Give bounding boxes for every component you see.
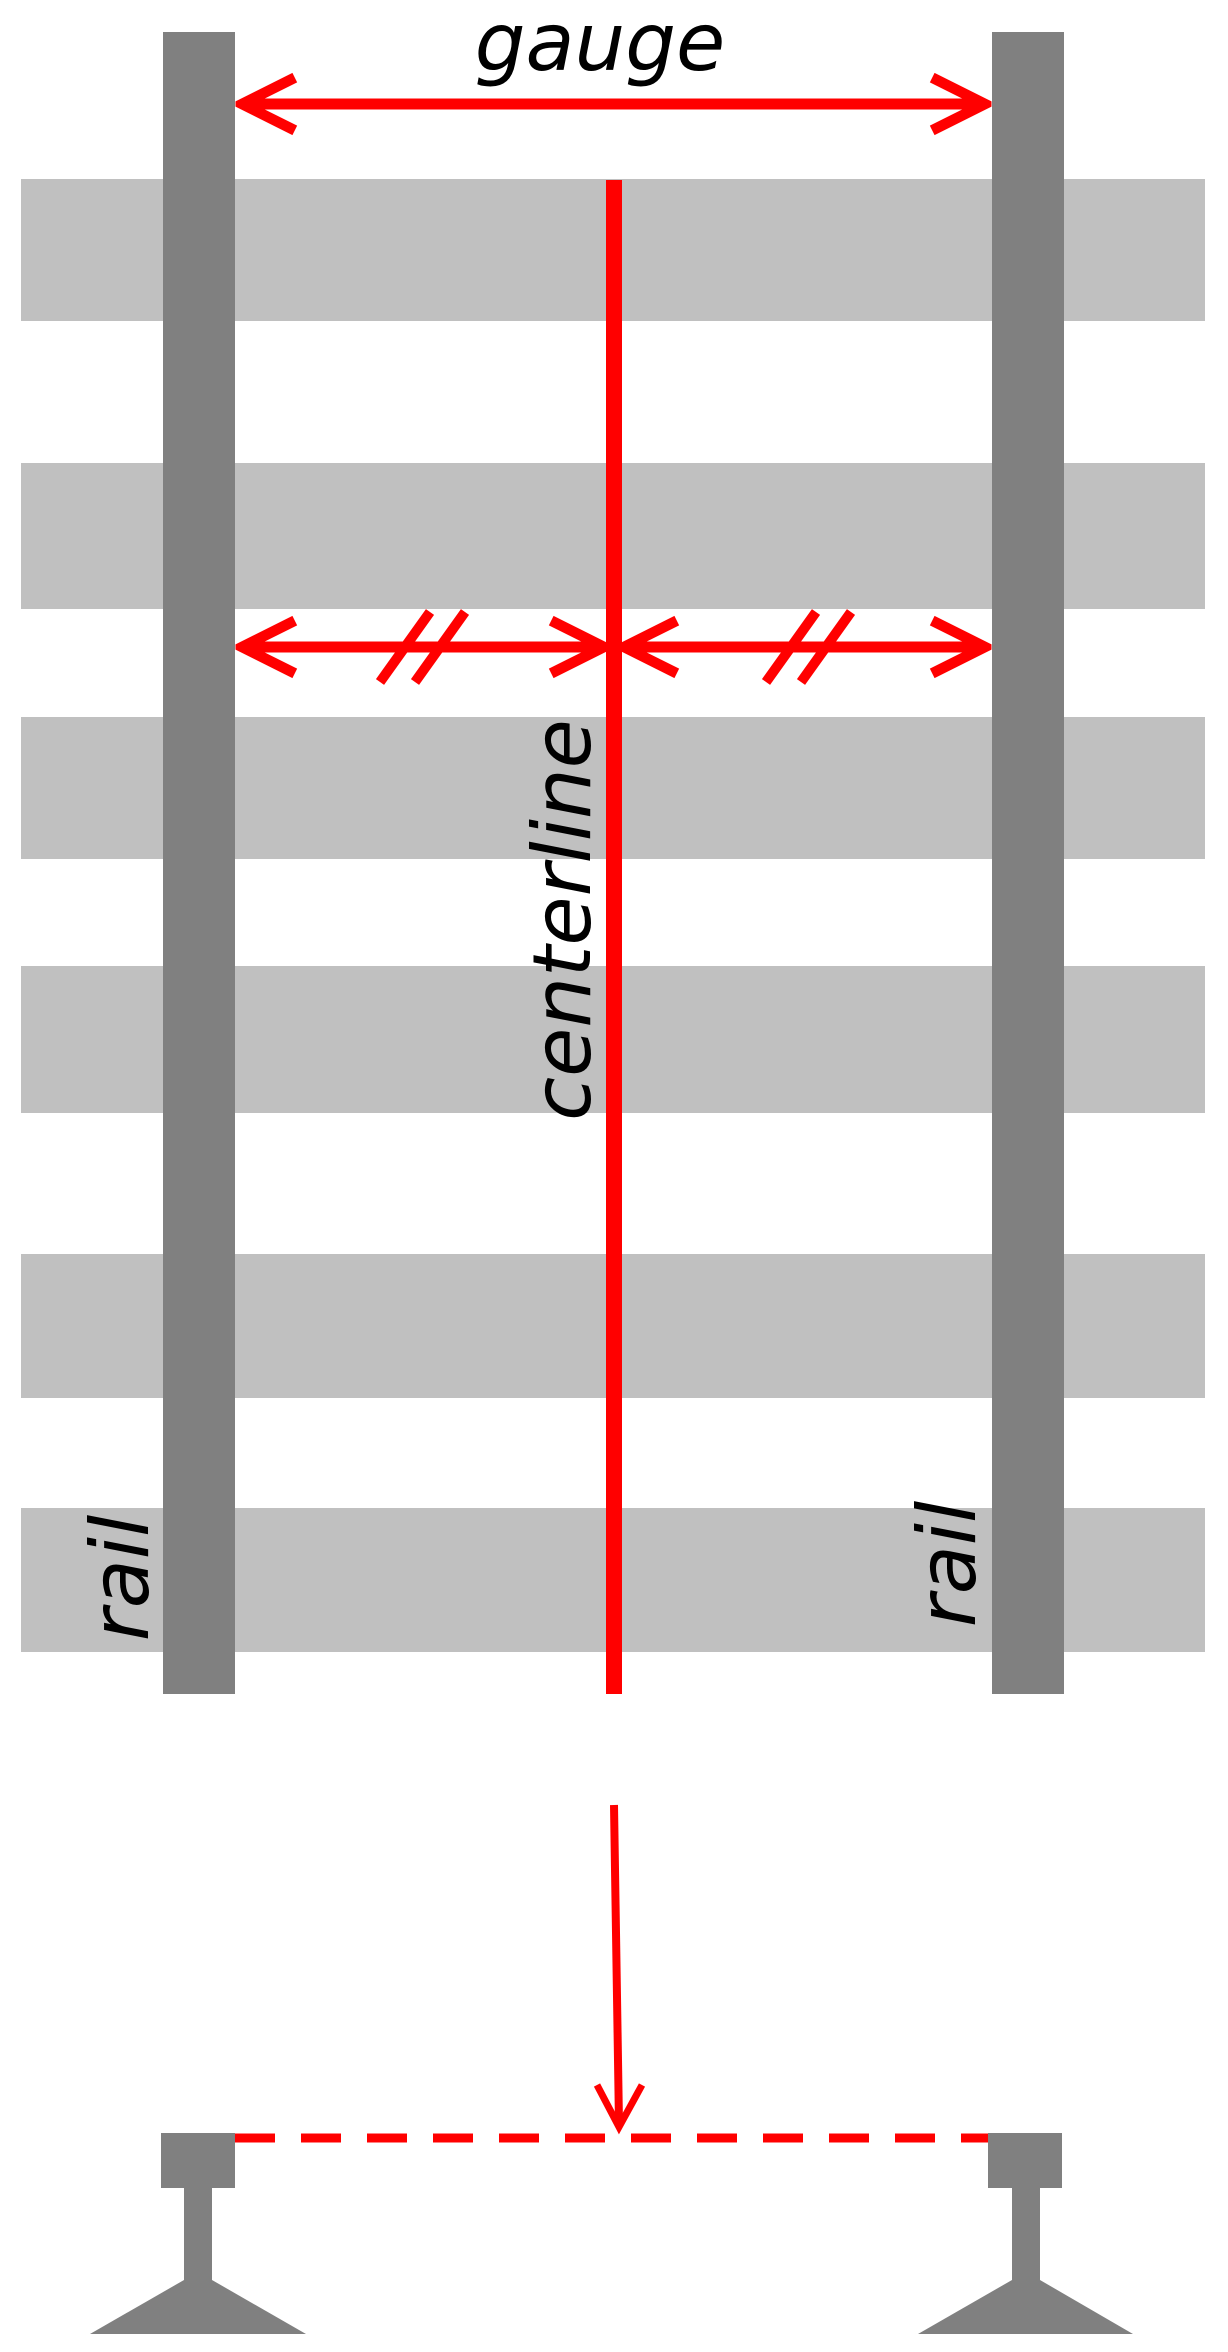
gauge-label: gauge [475,0,726,89]
right-rail-label: rail [901,1501,994,1627]
equal-length-ticks-right [761,609,856,685]
centerline-label: centerline [516,719,609,1121]
right-rail-profile [918,2133,1133,2334]
projection-arrow [593,1804,646,2135]
left-rail [163,32,235,1694]
left-rail-label: rail [74,1515,167,1641]
left-rail-profile [90,2133,306,2334]
equal-length-ticks-left [375,609,470,685]
right-rail [992,32,1064,1694]
